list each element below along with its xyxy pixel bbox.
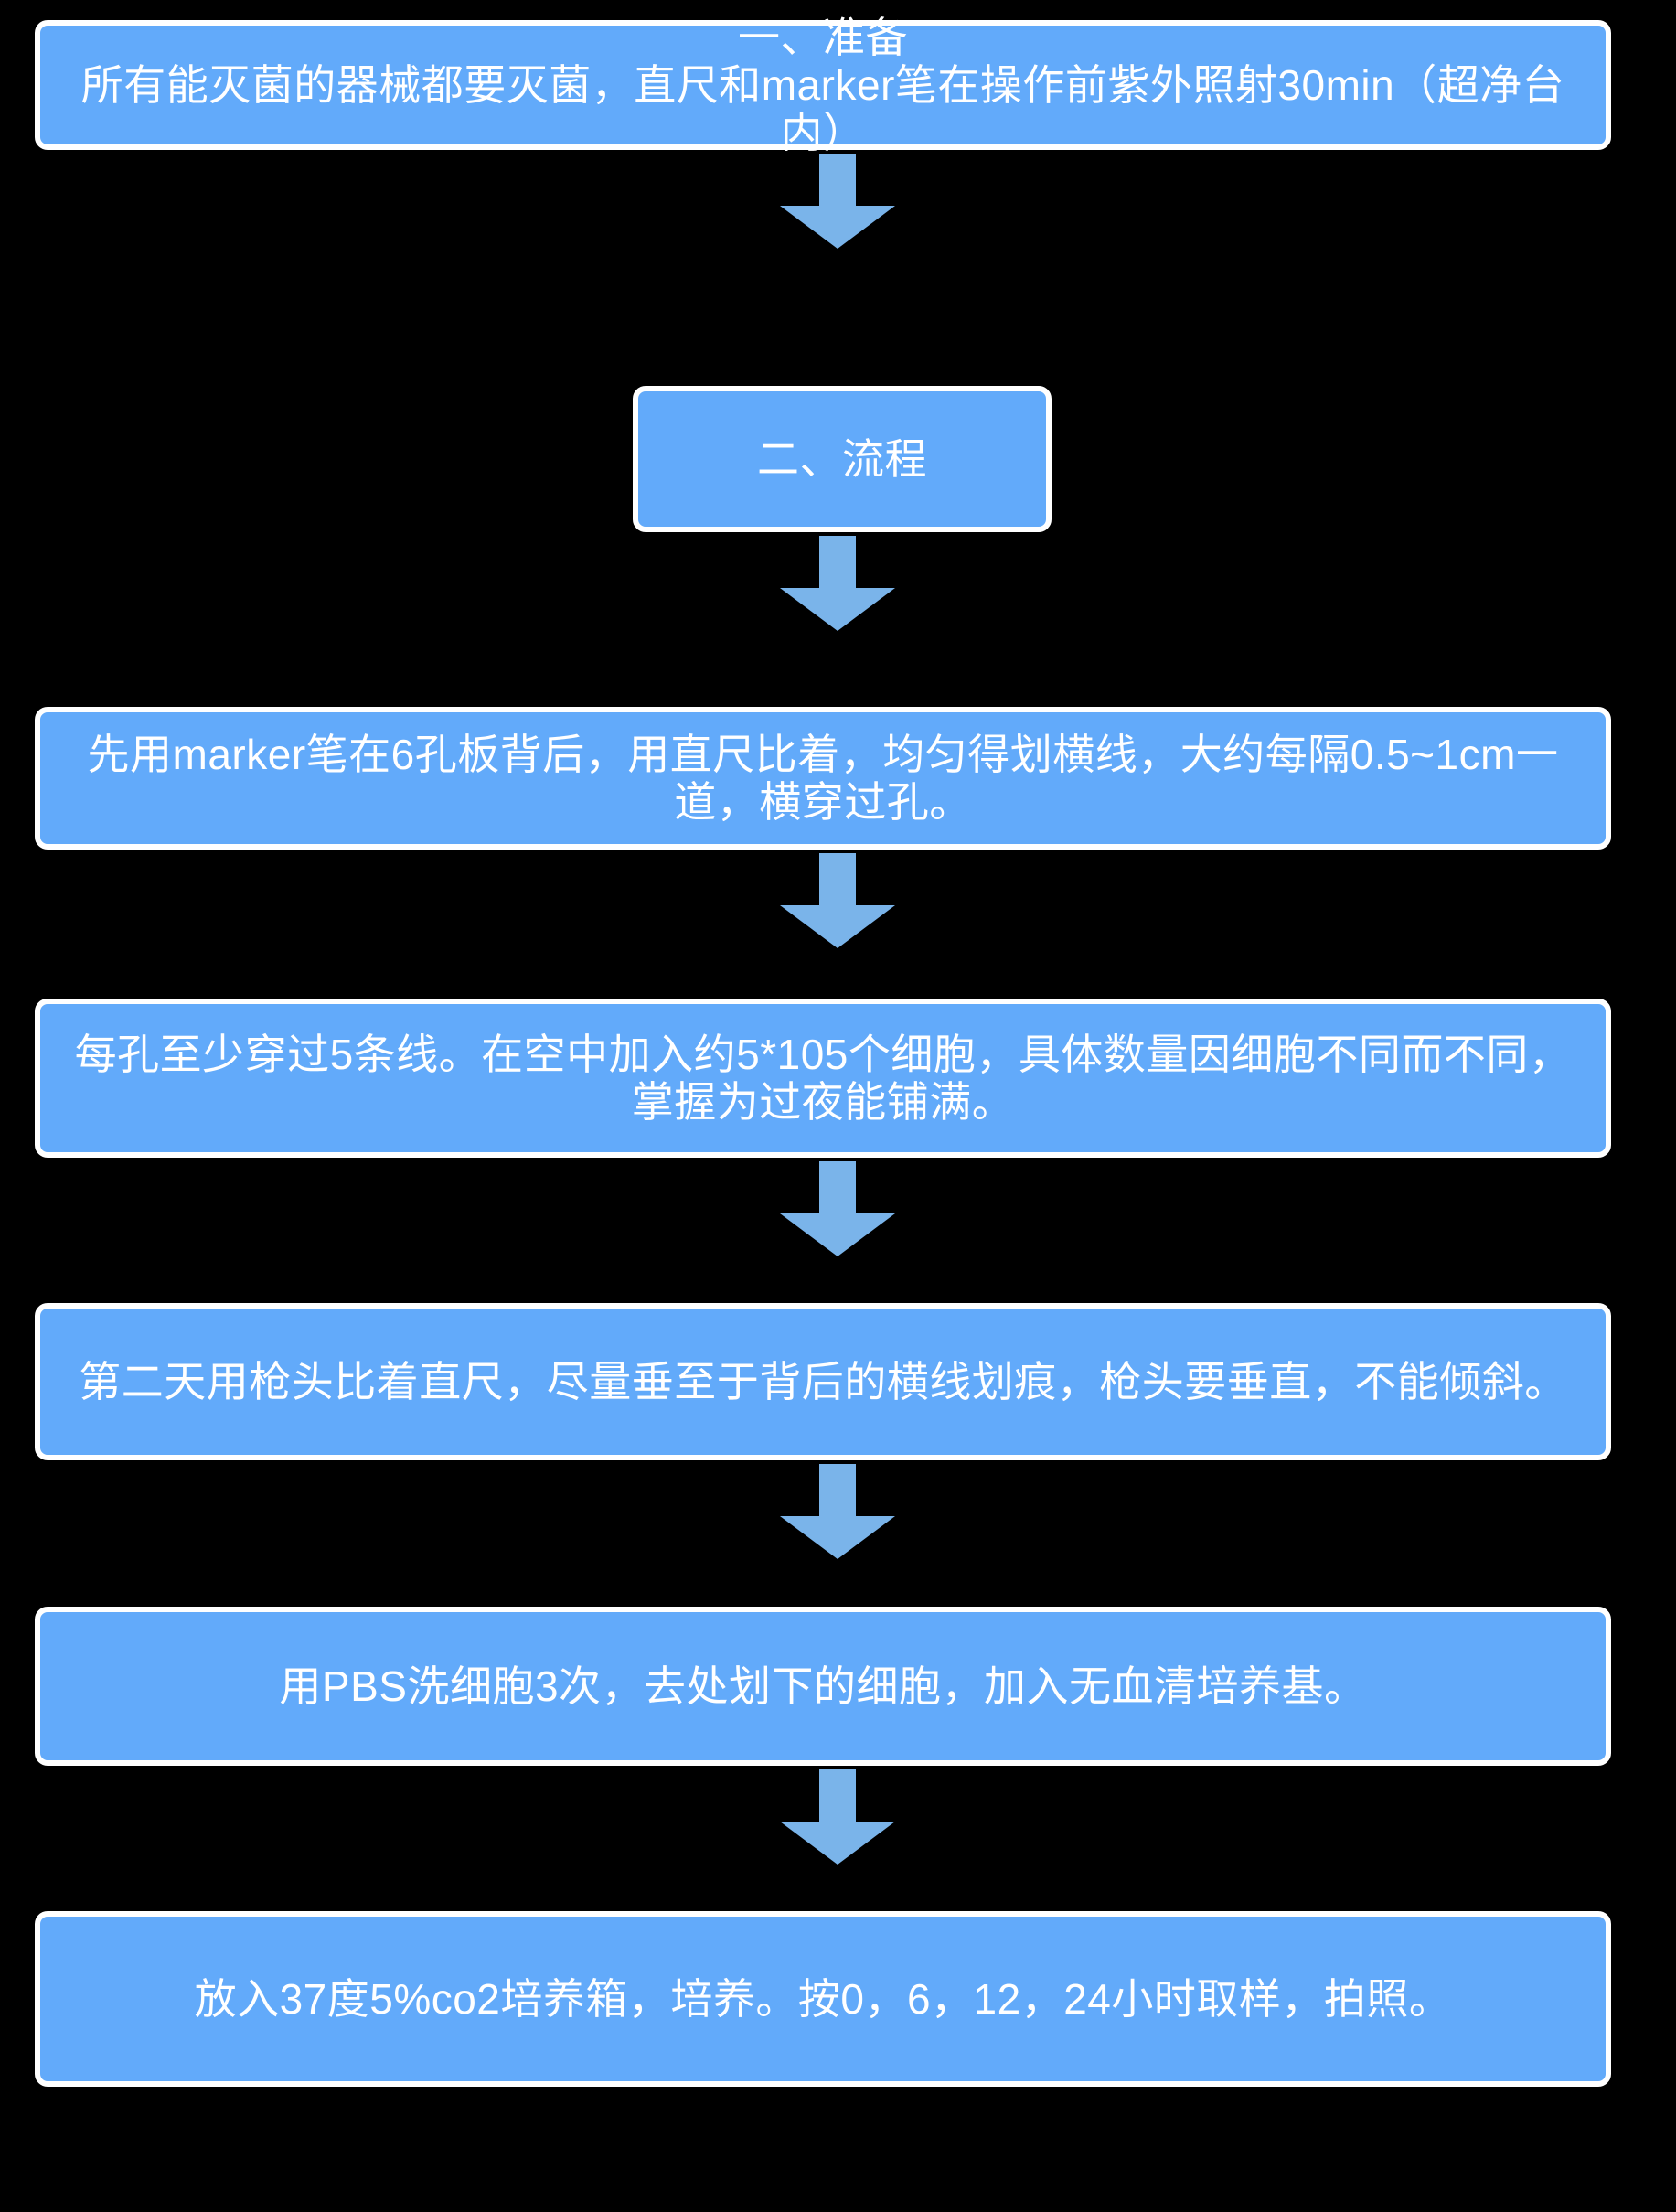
flow-node-label: 先用marker笔在6孔板背后，用直尺比着，均匀得划横线，大约每隔0.5~1cm… bbox=[87, 731, 1559, 826]
down-arrow-icon bbox=[780, 536, 895, 631]
down-arrow-icon bbox=[780, 853, 895, 948]
down-arrow-icon bbox=[780, 154, 895, 249]
down-arrow-icon bbox=[780, 1769, 895, 1865]
flow-node-label: 一、准备 所有能灭菌的器械都要灭菌，直尺和marker笔在操作前紫外照射30mi… bbox=[80, 14, 1565, 156]
flow-node-label: 放入37度5%co2培养箱，培养。按0，6，12，24小时取样，拍照。 bbox=[194, 1975, 1452, 2023]
flow-node-step-3[interactable]: 第二天用枪头比着直尺，尽量垂至于背后的横线划痕，枪头要垂直，不能倾斜。 bbox=[35, 1303, 1611, 1460]
flow-node-label: 第二天用枪头比着直尺，尽量垂至于背后的横线划痕，枪头要垂直，不能倾斜。 bbox=[79, 1358, 1567, 1405]
down-arrow-icon bbox=[780, 1161, 895, 1256]
flow-node-step-4[interactable]: 用PBS洗细胞3次，去处划下的细胞，加入无血清培养基。 bbox=[35, 1607, 1611, 1766]
down-arrow-icon bbox=[780, 1464, 895, 1559]
flow-node-preparation[interactable]: 一、准备 所有能灭菌的器械都要灭菌，直尺和marker笔在操作前紫外照射30mi… bbox=[35, 14, 1611, 156]
flow-node-label: 二、流程 bbox=[757, 435, 927, 483]
flow-node-label: 用PBS洗细胞3次，去处划下的细胞，加入无血清培养基。 bbox=[279, 1662, 1367, 1710]
flow-node-step-1[interactable]: 先用marker笔在6孔板背后，用直尺比着，均匀得划横线，大约每隔0.5~1cm… bbox=[35, 707, 1611, 850]
flow-node-process-heading[interactable]: 二、流程 bbox=[633, 386, 1052, 532]
flow-node-step-5[interactable]: 放入37度5%co2培养箱，培养。按0，6，12，24小时取样，拍照。 bbox=[35, 1911, 1611, 2087]
flow-node-step-2[interactable]: 每孔至少穿过5条线。在空中加入约5*105个细胞，具体数量因细胞不同而不同，掌握… bbox=[35, 999, 1611, 1158]
flow-node-label: 每孔至少穿过5条线。在空中加入约5*105个细胞，具体数量因细胞不同而不同，掌握… bbox=[74, 1031, 1572, 1126]
